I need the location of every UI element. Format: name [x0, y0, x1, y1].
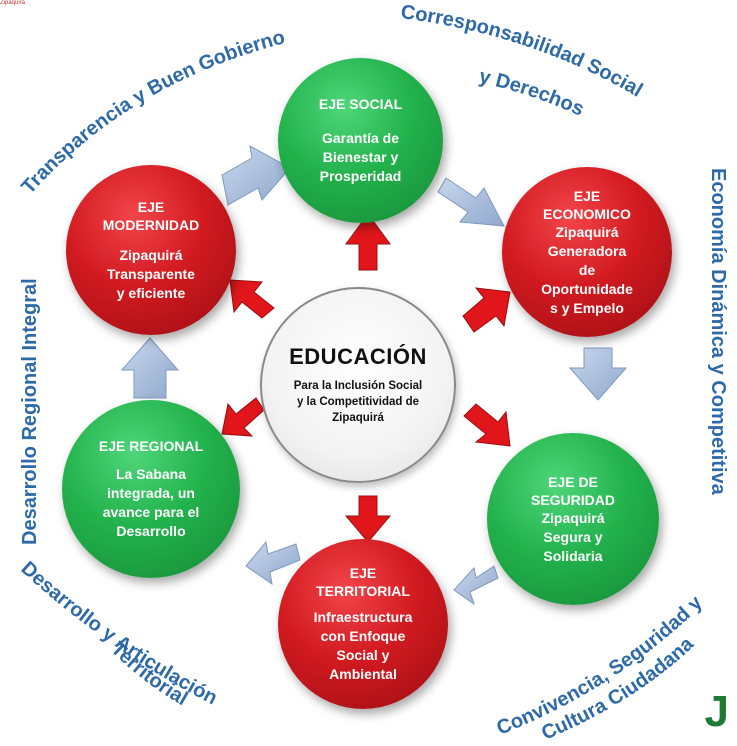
- blue-arrow-territorial-to-regional: [245, 540, 301, 586]
- eje-economico-title-2: ECONOMICO: [543, 205, 631, 222]
- label-desarrollo-regional: Desarrollo Regional Integral: [19, 278, 41, 545]
- eje-modernidad-line3: y eficiente: [116, 284, 186, 301]
- eje-regional-line3: avance para el: [102, 504, 200, 520]
- eje-social-line2: Bienestar y: [322, 149, 399, 165]
- label-desarrollo-articulacion: Desarrollo y Articulación: [17, 557, 221, 709]
- brand-mark: Zipaquirá: [0, 0, 26, 6]
- eje-regional-line4: Desarrollo: [116, 523, 186, 539]
- red-arrow-to-social: [345, 213, 391, 271]
- red-arrow-to-territorial: [344, 495, 392, 543]
- center-line1: Para la Inclusión Social: [293, 380, 423, 392]
- eje-regional-line1: La Sabana: [115, 466, 187, 482]
- eje-regional-circle: EJE REGIONAL La Sabana integrada, un ava…: [62, 400, 240, 578]
- eje-economico-title-1: EJE: [573, 187, 601, 204]
- blue-arrow-regional-to-modernidad: [120, 337, 180, 399]
- blue-arrow-social-to-economico: [437, 177, 505, 227]
- eje-seguridad-line3: Solidaria: [543, 547, 603, 564]
- blue-arrow-economico-to-seguridad: [568, 347, 628, 401]
- eje-territorial-title-1: EJE: [349, 565, 377, 581]
- center-line3: Zipaquirá: [332, 412, 384, 424]
- eje-economico-line1: Zipaquirá: [555, 223, 619, 240]
- label-economia-dinamica: Economía Dinámica y Competitiva: [707, 168, 729, 496]
- center-title: EDUCACIÓN: [289, 344, 427, 369]
- red-arrow-to-modernidad: [229, 279, 275, 319]
- logo-letter: J: [704, 687, 729, 736]
- eje-seguridad-title-1: EJE DE: [548, 473, 598, 490]
- eje-economico-line2: Generadora: [547, 242, 627, 259]
- eje-modernidad-circle: EJE MODERNIDAD Zipaquirá Transparente y …: [66, 165, 236, 335]
- eje-economico-line4: Oportunidade: [541, 280, 633, 297]
- eje-modernidad-line1: Zipaquirá: [119, 246, 183, 263]
- eje-seguridad-line2: Segura y: [543, 528, 603, 545]
- center-educacion-circle: EDUCACIÓN Para la Inclusión Social y la …: [260, 287, 456, 483]
- eje-territorial-line3: Social y: [336, 647, 390, 663]
- red-arrow-to-seguridad: [463, 403, 511, 447]
- red-arrow-to-economico: [462, 287, 511, 333]
- eje-territorial-line1: Infraestructura: [313, 609, 413, 625]
- eje-modernidad-title-2: MODERNIDAD: [102, 216, 200, 233]
- eje-seguridad-line1: Zipaquirá: [541, 509, 605, 526]
- label-derechos: y Derechos: [477, 65, 587, 120]
- eje-social-circle: EJE SOCIAL Garantía de Bienestar y Prosp…: [278, 58, 443, 223]
- blue-arrow-modernidad-to-social: [221, 145, 291, 206]
- eje-modernidad-title-1: EJE: [137, 198, 165, 215]
- eje-territorial-circle: EJE TERRITORIAL Infraestructura con Enfo…: [278, 539, 448, 709]
- blue-arrow-seguridad-to-territorial: [453, 565, 499, 606]
- eje-territorial-title-2: TERRITORIAL: [316, 583, 410, 599]
- eje-social-title: EJE SOCIAL: [318, 96, 403, 112]
- eje-seguridad-title-2: SEGURIDAD: [530, 491, 615, 508]
- eje-seguridad-circle: EJE DE SEGURIDAD Zipaquirá Segura y Soli…: [487, 433, 659, 605]
- eje-economico-circle: EJE ECONOMICO Zipaquirá Generadora de Op…: [502, 167, 672, 337]
- eje-economico-line3: de: [578, 261, 596, 278]
- eje-social-line3: Prosperidad: [319, 168, 402, 184]
- eje-economico-line5: s y Empelo: [550, 299, 624, 316]
- eje-modernidad-line2: Transparente: [107, 265, 195, 282]
- center-line2: y la Competitividad de: [296, 396, 420, 408]
- eje-territorial-line4: Ambiental: [329, 666, 397, 682]
- center-subtitle: Para la Inclusión Social y la Competitiv…: [294, 378, 422, 426]
- eje-regional-line2: integrada, un: [107, 485, 195, 501]
- eje-territorial-line2: con Enfoque: [320, 628, 406, 644]
- red-arrow-to-regional: [221, 397, 265, 437]
- eje-social-line1: Garantía de: [321, 130, 400, 146]
- eje-regional-title: EJE REGIONAL: [98, 438, 204, 454]
